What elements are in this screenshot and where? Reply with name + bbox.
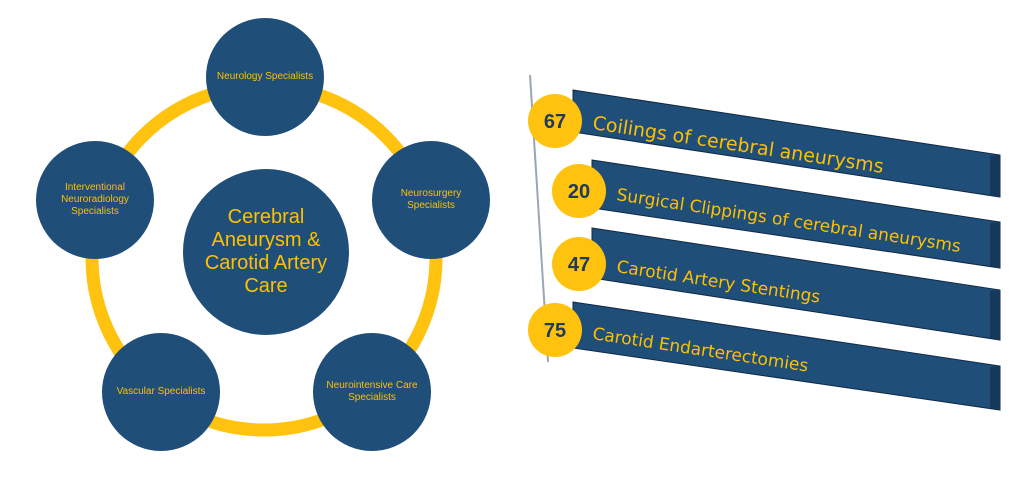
count-badge-3	[552, 237, 606, 291]
node-vascular: Vascular Specialists	[102, 333, 220, 451]
count-value-3: 47	[568, 254, 590, 276]
count-value-4: 75	[544, 320, 566, 342]
node-interventional-neuroradiology: Interventional Neuroradiology Specialist…	[36, 141, 154, 259]
count-value-2: 20	[568, 181, 590, 203]
count-badge-4	[528, 303, 582, 357]
count-badge-1	[528, 94, 582, 148]
node-neurointensive: Neurointensive Care Specialists	[313, 333, 431, 451]
node-neurosurgery: Neurosurgery Specialists	[372, 141, 490, 259]
hub-center: Cerebral Aneurysm & Carotid Artery Care	[183, 169, 349, 335]
count-value-1: 67	[544, 111, 566, 133]
count-badge-2	[552, 164, 606, 218]
node-neurology: Neurology Specialists	[206, 18, 324, 136]
